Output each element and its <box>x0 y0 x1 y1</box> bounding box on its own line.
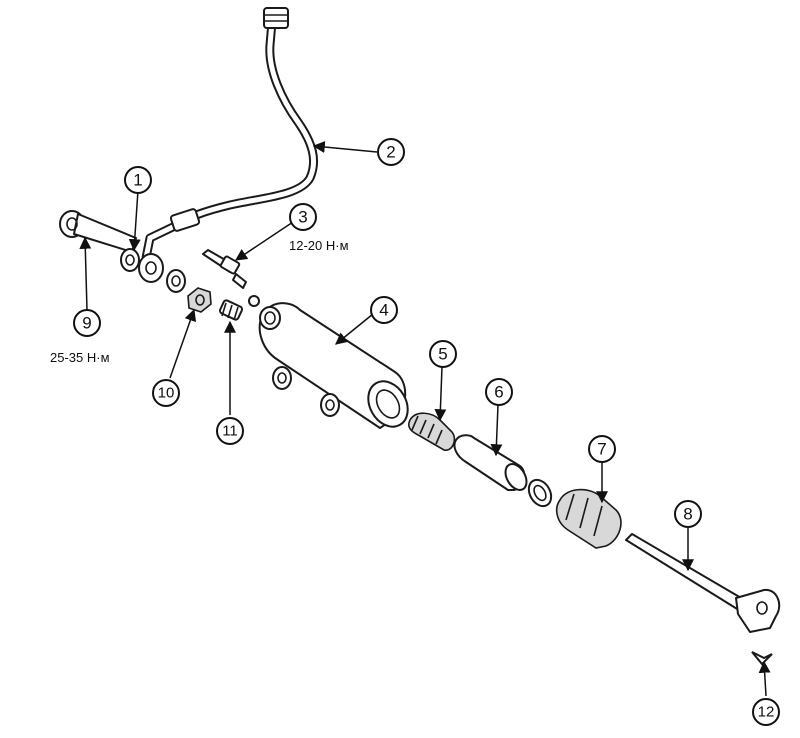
banjo-fitting <box>138 253 164 283</box>
pipe-top-fitting <box>263 7 289 29</box>
leader-6 <box>490 404 503 457</box>
pipe-coupling <box>169 208 201 232</box>
callout-6: 6 <box>485 378 513 406</box>
nut-part-10 <box>187 287 212 313</box>
spring-part-11 <box>218 299 244 321</box>
callout-9: 9 <box>73 309 101 337</box>
leader-4 <box>335 313 374 345</box>
torque-label-bolt: 25-35 Н·м <box>50 350 110 365</box>
callout-8: 8 <box>674 500 702 528</box>
callout-3: 3 <box>289 203 317 231</box>
banjo-bolt <box>59 210 137 253</box>
callout-1: 1 <box>124 166 152 194</box>
torque-label-bleeder: 12-20 Н·м <box>289 238 349 253</box>
callout-4-label: 4 <box>379 301 388 320</box>
callout-9-label: 9 <box>82 314 91 333</box>
callout-3-label: 3 <box>298 208 307 227</box>
callout-2: 2 <box>377 138 405 166</box>
callout-4: 4 <box>370 296 398 324</box>
leader-5 <box>434 366 447 422</box>
callout-5: 5 <box>429 340 457 368</box>
bleeder-screw <box>202 249 260 307</box>
callout-11-label: 11 <box>222 423 238 440</box>
callout-6-label: 6 <box>494 383 503 402</box>
clip-part-12 <box>751 651 773 666</box>
leader-10 <box>169 308 197 379</box>
slave-cylinder-body <box>258 302 409 429</box>
leader-1 <box>128 189 141 252</box>
washer-part-1b <box>166 269 186 293</box>
callout-7-label: 7 <box>597 440 606 459</box>
leader-12 <box>758 660 771 697</box>
callout-10-label: 10 <box>158 385 175 402</box>
callout-1-label: 1 <box>133 171 142 190</box>
callout-8-label: 8 <box>683 505 692 524</box>
dust-boot-part-7 <box>555 488 622 549</box>
leader-2 <box>312 141 378 153</box>
callout-2-label: 2 <box>386 143 395 162</box>
leader-3 <box>235 219 297 261</box>
callout-10: 10 <box>152 379 180 407</box>
callout-12: 12 <box>752 698 780 726</box>
callout-5-label: 5 <box>438 345 447 364</box>
callout-7: 7 <box>588 435 616 463</box>
snap-ring <box>527 478 553 508</box>
callout-11: 11 <box>216 417 244 445</box>
hydraulic-pipe <box>138 7 318 283</box>
push-rod-part-8 <box>625 533 781 633</box>
piston-part-6 <box>453 434 528 491</box>
washer-part-1 <box>120 248 140 272</box>
leader-9 <box>79 236 92 311</box>
spring-part-5 <box>407 412 456 451</box>
callout-12-label: 12 <box>758 704 775 721</box>
